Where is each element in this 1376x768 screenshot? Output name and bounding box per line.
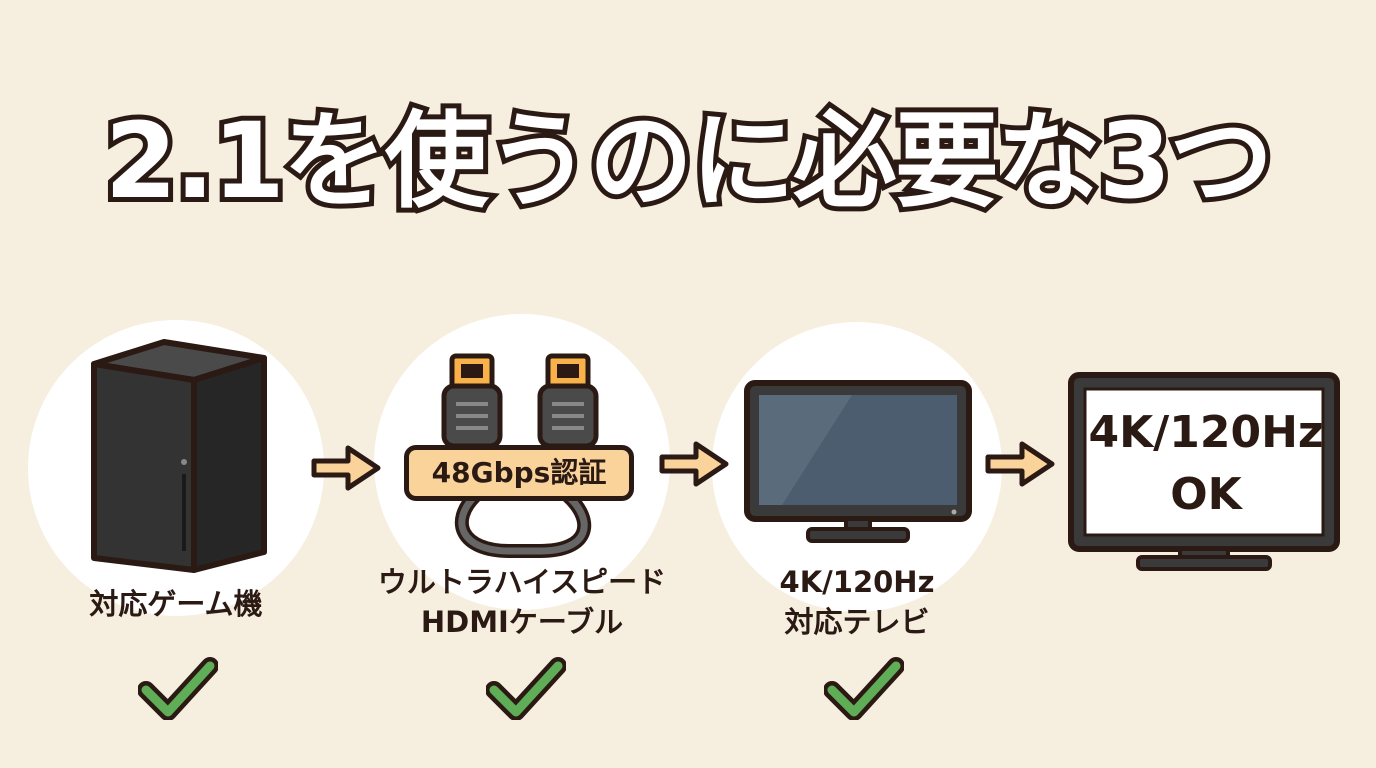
arrow-icon-1 (311, 445, 381, 491)
item-label-cable: ウルトラハイスピード HDMIケーブル (377, 565, 667, 639)
check-icon-2 (486, 657, 566, 720)
item-label-console: 対応ゲーム機 (89, 587, 263, 621)
arrow-icon-2 (659, 441, 729, 487)
result-line-2: OK (1170, 469, 1242, 520)
result-line-1: 4K/120Hz (1088, 407, 1324, 458)
certification-badge: 48Gbps認証 (404, 445, 634, 501)
game-console-icon (91, 339, 267, 573)
tv-result-icon (1068, 372, 1340, 571)
hdmi-cable-icon (441, 353, 599, 558)
item-label-tv: 4K/120Hz 対応テレビ (779, 565, 935, 639)
arrow-icon-3 (985, 441, 1055, 487)
result-screen-text: 4K/120Hz OK (1086, 402, 1326, 526)
page-title: 2.1を使うのに必要な3つ (100, 95, 1279, 227)
check-icon-3 (824, 657, 904, 720)
check-icon-1 (138, 657, 218, 720)
tv-icon (744, 380, 972, 543)
